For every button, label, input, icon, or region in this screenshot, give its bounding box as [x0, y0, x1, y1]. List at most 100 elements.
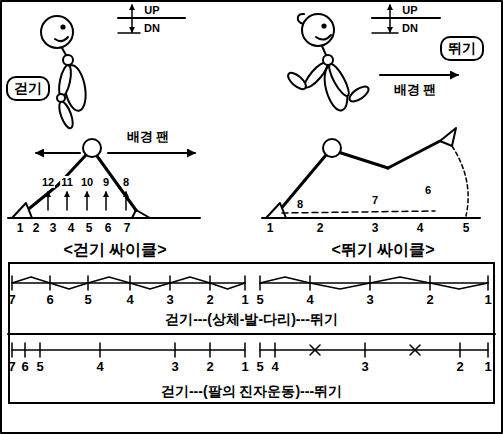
timing-number: 3 [360, 360, 369, 374]
time-line [260, 349, 488, 351]
eye [61, 25, 64, 28]
figure-label: UP [143, 4, 160, 16]
gait-name: 뛰기 [448, 40, 476, 57]
figure-label: 12 [41, 176, 55, 188]
time-tick [487, 343, 489, 357]
cross-mark [310, 345, 320, 355]
figure-label: 6 [424, 184, 432, 196]
up-arrow [131, 5, 133, 18]
forearm [57, 100, 76, 130]
timing-number: 5 [255, 293, 264, 307]
timing-number: 3 [170, 360, 179, 374]
small-arrow [86, 192, 88, 210]
figure-label: 3 [49, 222, 58, 235]
down-arrow [389, 18, 391, 32]
figure-label: UP [401, 4, 418, 16]
figure-label: 9 [102, 176, 110, 188]
back-forearm [285, 70, 308, 92]
motion-wave [260, 277, 488, 289]
figure-label: 배경 팬 [126, 130, 171, 144]
timing-number: 2 [425, 293, 434, 307]
time-tick [259, 343, 261, 357]
hair [298, 14, 304, 24]
figure-label: 1 [266, 222, 275, 235]
time-tick [209, 343, 211, 357]
time-tick [174, 343, 176, 357]
figure-label: 8 [296, 198, 304, 210]
timing-number: 4 [305, 293, 314, 307]
figure-label: 1 [16, 222, 25, 235]
eye [322, 24, 325, 27]
timing-number: 4 [125, 293, 134, 307]
head [302, 14, 334, 46]
time-tick [364, 343, 366, 357]
timing-panel: 걷기---(상체-발-다리)---뛰기걷기---(팔의 진자운동)---뛰기 [8, 262, 495, 404]
height-line [372, 17, 440, 19]
mouth [316, 35, 331, 40]
figure-label: 2 [316, 222, 325, 235]
figure-label: 10 [80, 176, 94, 188]
figure-label: DN [401, 22, 419, 34]
height-line [118, 32, 140, 34]
down-arrow [131, 18, 133, 32]
figure-label: 2 [32, 222, 41, 235]
ground-line [262, 217, 480, 219]
motion-wave [12, 277, 245, 289]
elbow-joint [57, 94, 65, 102]
time-tick [39, 343, 41, 357]
small-arrow [47, 192, 49, 210]
cross-mark [410, 345, 420, 355]
figure-label: 7 [123, 222, 132, 235]
timing-number: 2 [455, 360, 464, 374]
gait-tag: 걷기 [6, 76, 50, 101]
time-tick [244, 343, 246, 357]
figure-label: 4 [416, 222, 425, 235]
figure-label: 5 [85, 222, 94, 235]
front-shin [388, 141, 440, 168]
back-thigh [305, 155, 326, 180]
small-arrow [105, 192, 107, 210]
figure-label: 8 [122, 176, 130, 188]
cycle-caption: <뛰기 싸이클> [330, 241, 435, 259]
back-foot [12, 203, 32, 218]
figure-label: 7 [371, 194, 379, 206]
height-line [118, 17, 185, 19]
timing-number: 2 [205, 293, 214, 307]
time-tick [274, 343, 276, 357]
back-shin [25, 185, 58, 212]
height-line [372, 32, 398, 34]
figure-label: 4 [67, 222, 76, 235]
timing-number: 1 [240, 293, 249, 307]
head [41, 16, 73, 48]
time-tick [99, 343, 101, 357]
neck [62, 48, 66, 55]
timing-lines [12, 276, 488, 357]
front-forearm [347, 84, 371, 105]
front-thigh [97, 156, 120, 188]
hip-joint [323, 139, 341, 157]
figure-label: DN [143, 22, 161, 34]
timing-number: 5 [83, 293, 92, 307]
gait-tag: 뛰기 [440, 36, 484, 61]
ground-line [8, 217, 200, 219]
small-arrow [125, 192, 127, 210]
timing-number: 4 [270, 360, 279, 374]
pan-arrow [108, 152, 195, 154]
neck [322, 46, 326, 55]
hip-joint [83, 139, 101, 157]
timing-number: 4 [95, 360, 104, 374]
up-arrow [389, 5, 391, 18]
row-caption: 걷기---(팔의 진자운동)---뛰기 [159, 384, 344, 399]
back-foot [266, 203, 286, 218]
foot-path [282, 211, 435, 213]
timing-number: 1 [240, 360, 249, 374]
time-tick [24, 343, 26, 357]
shoulder-joint [63, 55, 73, 65]
mouth [55, 37, 68, 41]
timing-number: 1 [483, 293, 492, 307]
figure-label: 11 [60, 176, 74, 188]
gait-name: 걷기 [14, 80, 42, 97]
timing-number: 2 [205, 360, 214, 374]
front-foot [440, 128, 456, 146]
